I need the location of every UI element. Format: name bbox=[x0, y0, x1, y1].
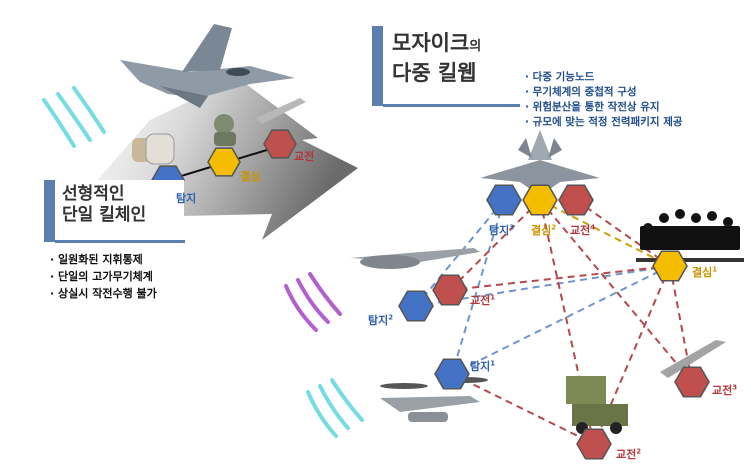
right-title-box: 모자이크의 다중 킬웹 bbox=[372, 26, 520, 107]
left-title-line1: 선형적인 bbox=[62, 184, 125, 204]
web-node-engage-1-hexagon bbox=[432, 274, 468, 306]
missile-launcher-truck-icon bbox=[566, 376, 628, 434]
web-node-label: 교전1 bbox=[470, 293, 496, 307]
web-node-detect-3-hexagon bbox=[486, 184, 522, 216]
left-bullet: 일원화된 지휘통제 bbox=[50, 251, 157, 268]
fighter-jet-icon bbox=[120, 24, 295, 108]
left-title-bar bbox=[44, 180, 55, 242]
web-node-engage-4-hexagon bbox=[558, 184, 594, 216]
left-node-label-decide: 결심 bbox=[240, 170, 261, 183]
right-bullet: 규모에 맞는 적정 전력패키지 제공 bbox=[525, 115, 683, 130]
right-title-suffix: 의 bbox=[469, 39, 482, 54]
right-title-line2: 다중 킬웹 bbox=[392, 61, 477, 86]
right-bullet: 다중 기능노드 bbox=[525, 70, 683, 85]
web-node-engage-3-hexagon bbox=[674, 366, 710, 398]
web-node-detect-1-hexagon bbox=[434, 358, 470, 390]
left-title-line2: 단일 킬체인 bbox=[62, 205, 147, 226]
web-node-engage-2-hexagon bbox=[576, 428, 612, 460]
left-bullets: 일원화된 지휘통제 단일의 고가무기체계 상실시 작전수행 불가 bbox=[50, 251, 157, 302]
right-bullets: 다중 기능노드 무기체계의 중첩적 구성 위험분산을 통한 작전상 유지 규모에… bbox=[525, 70, 683, 130]
left-node-engage-hexagon bbox=[263, 129, 297, 159]
web-node-label: 탐지2 bbox=[368, 313, 394, 327]
web-node-label: 탐지1 bbox=[470, 359, 496, 373]
left-title-underline bbox=[55, 240, 185, 243]
web-node-label: 탐지3 bbox=[489, 223, 515, 237]
web-node-label: 결심2 bbox=[531, 223, 557, 237]
web-node-label: 결심1 bbox=[692, 265, 718, 279]
reaper-drone-icon bbox=[350, 248, 480, 269]
web-node-detect-2-hexagon bbox=[398, 290, 434, 322]
right-bullet: 위험분산을 통한 작전상 유지 bbox=[525, 100, 683, 115]
left-bullet: 상실시 작전수행 불가 bbox=[50, 285, 157, 302]
cruise-missile-icon bbox=[660, 340, 726, 378]
stealth-fighter-icon bbox=[480, 130, 600, 196]
web-node-label: 교전2 bbox=[616, 447, 642, 461]
right-bullet: 무기체계의 중첩적 구성 bbox=[525, 85, 683, 100]
tiltrotor-drone-icon bbox=[380, 377, 488, 422]
web-node-decide-1-hexagon bbox=[652, 250, 688, 282]
pilot-icon bbox=[214, 114, 236, 146]
missile-icon bbox=[256, 98, 306, 124]
signal-waves-icon bbox=[42, 86, 106, 148]
web-node-label: 교전3 bbox=[712, 383, 738, 397]
radar-icon bbox=[132, 133, 175, 165]
web-node-decide-2-hexagon bbox=[522, 184, 558, 216]
left-node-label-detect: 탐지 bbox=[176, 192, 197, 205]
web-node-label: 교전4 bbox=[570, 223, 596, 237]
signal-waves-icon bbox=[306, 378, 364, 438]
right-title-main: 모자이크 bbox=[392, 31, 470, 55]
right-title-bar bbox=[372, 26, 383, 106]
kill-web-links bbox=[415, 199, 693, 445]
left-node-decide-hexagon bbox=[207, 147, 241, 177]
right-title-underline bbox=[383, 104, 520, 107]
signal-waves-icon bbox=[284, 272, 342, 332]
soldiers-silhouette-icon bbox=[636, 209, 744, 262]
left-node-label-engage: 교전 bbox=[294, 150, 315, 163]
left-title-box: 선형적인 단일 킬체인 bbox=[44, 180, 185, 243]
left-bullet: 단일의 고가무기체계 bbox=[50, 268, 157, 285]
